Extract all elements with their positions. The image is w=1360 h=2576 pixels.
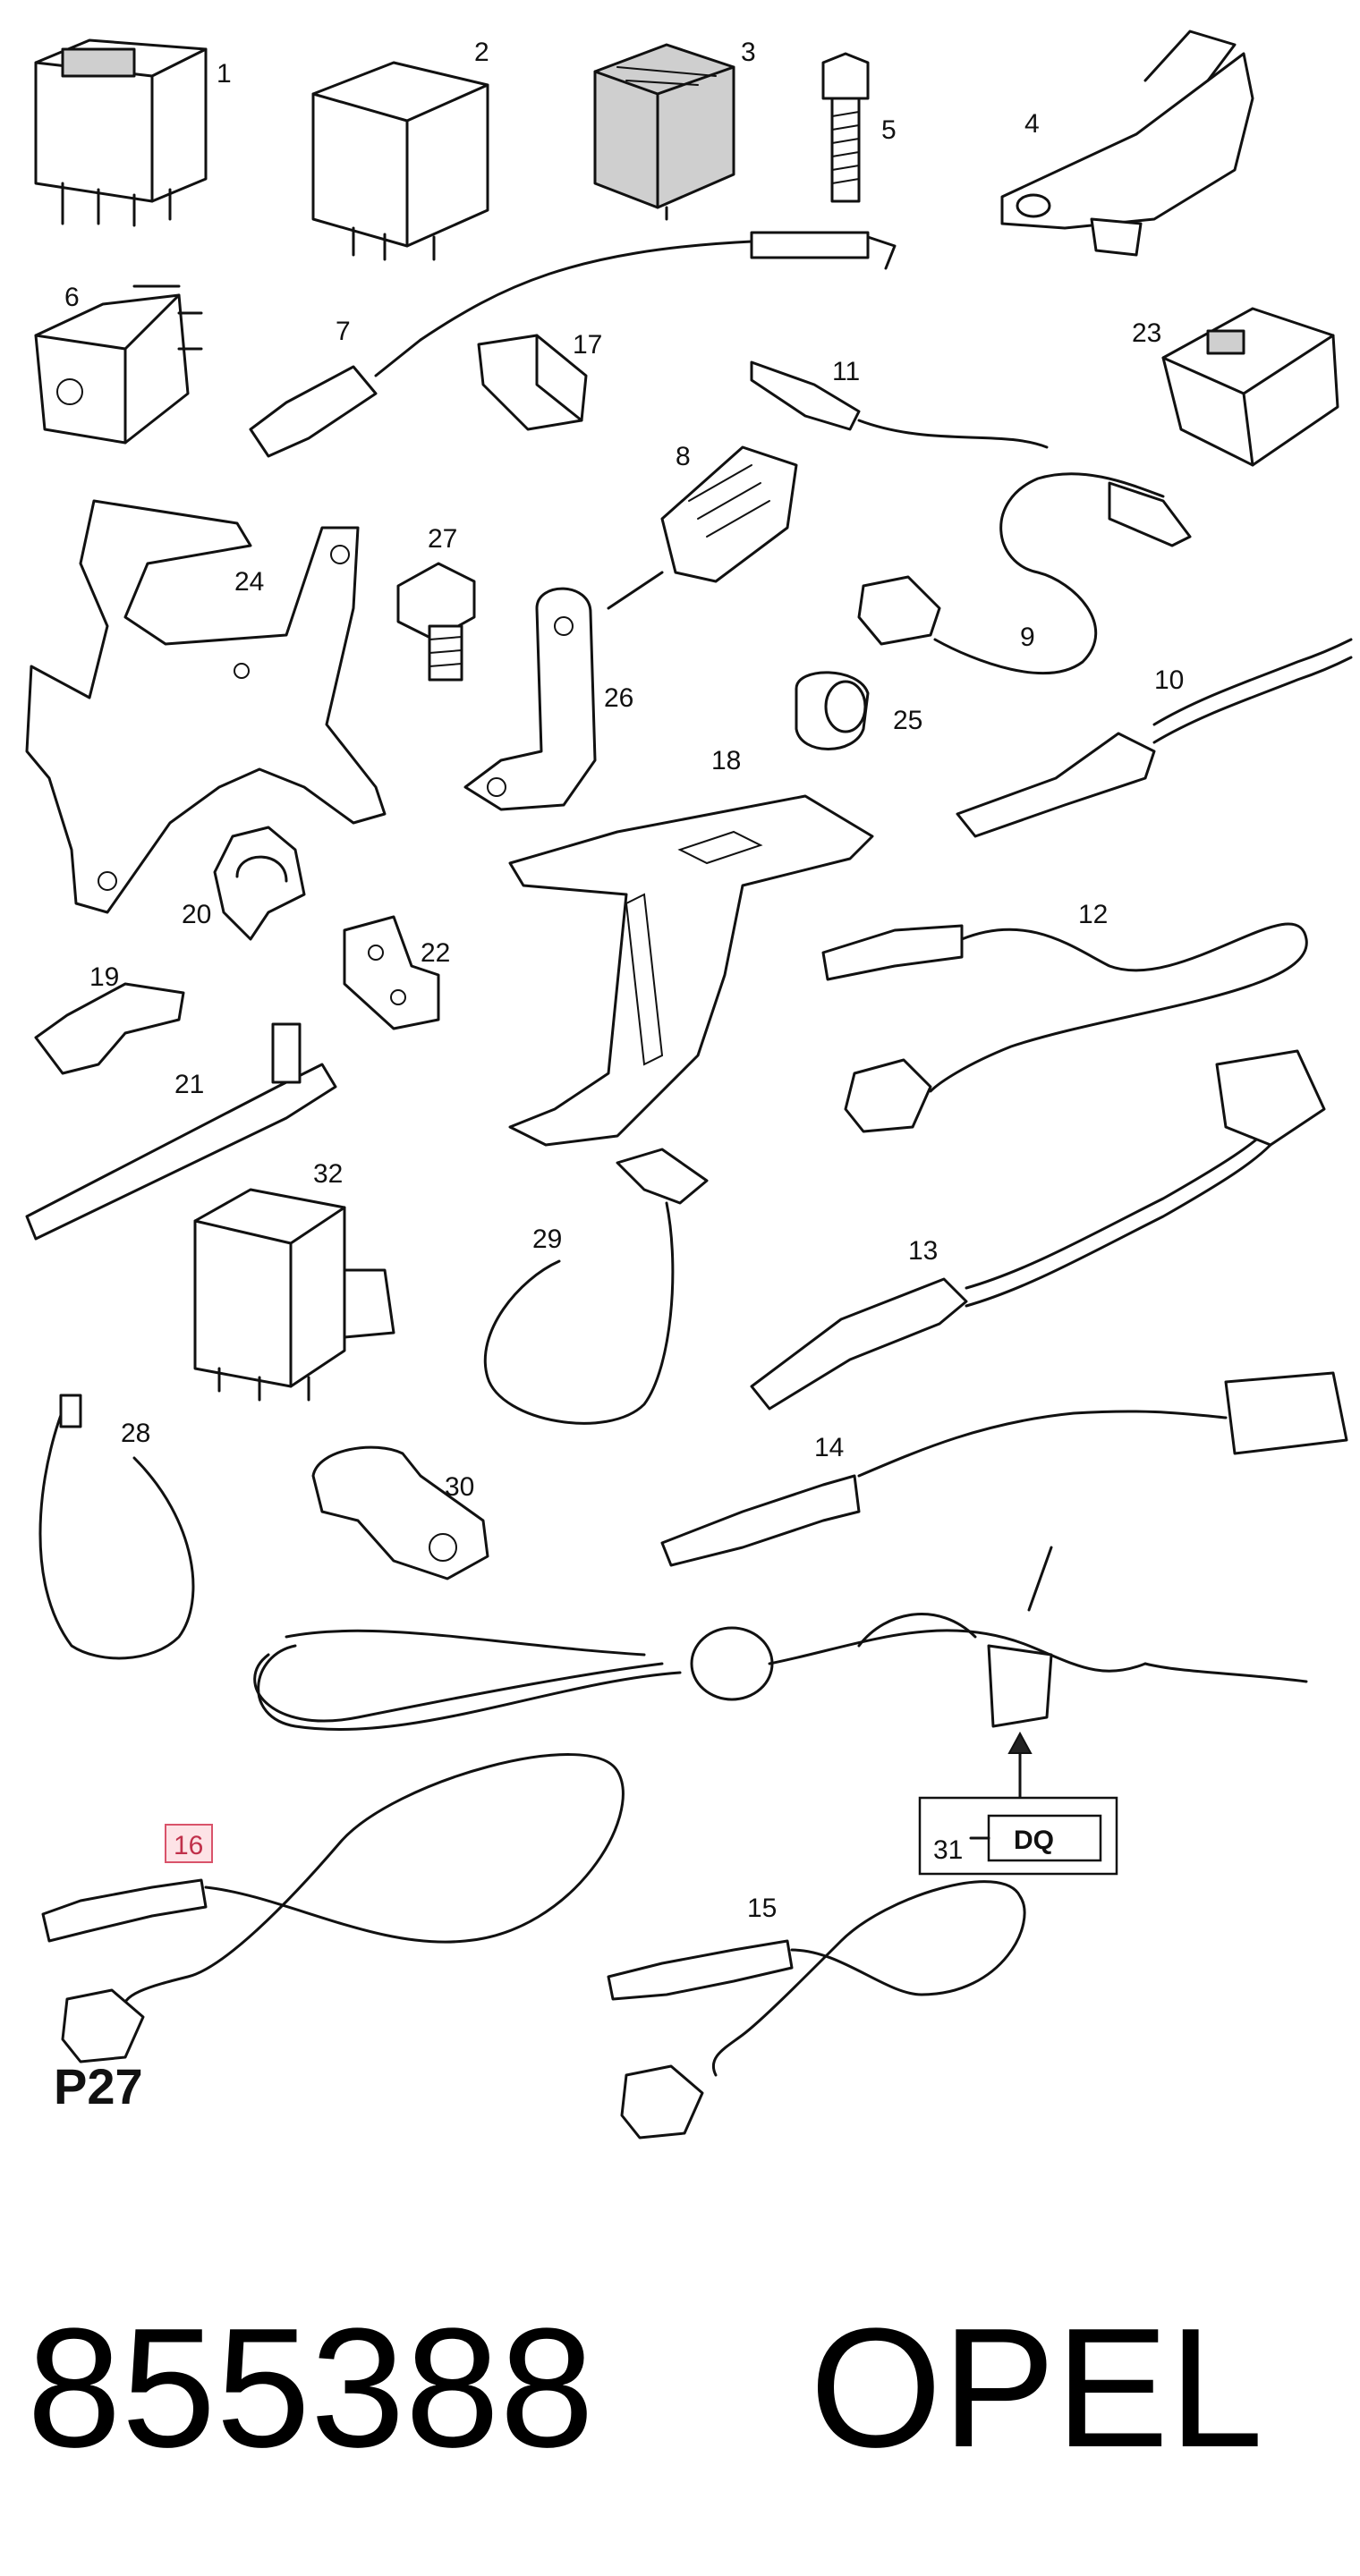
footer-brand: OPEL — [810, 2293, 1263, 2483]
callout-9: 9 — [1020, 623, 1035, 652]
group-label: P27 — [54, 2058, 143, 2114]
callout-7: 7 — [336, 317, 351, 346]
part-29-strap — [483, 1148, 709, 1425]
callout-23: 23 — [1132, 318, 1161, 348]
callout-24: 24 — [234, 567, 264, 597]
part-23-connector — [1161, 307, 1339, 467]
part-21-cable-tie — [25, 1022, 337, 1241]
part-13-lambda-sensor — [750, 1049, 1326, 1411]
part-1-relay — [34, 38, 208, 227]
callout-12: 12 — [1078, 900, 1108, 929]
dq-box-label: DQ — [1014, 1826, 1054, 1855]
callout-1: 1 — [217, 59, 232, 89]
callout-20: 20 — [182, 900, 211, 929]
part-12-lambda-sensor — [821, 922, 1308, 1133]
callout-32: 32 — [313, 1159, 343, 1189]
part-18-bracket — [508, 794, 874, 1147]
callout-18: 18 — [711, 746, 741, 775]
callout-16: 16 — [174, 1831, 203, 1860]
part-27-bolt — [396, 562, 476, 682]
part-4-sensor — [1000, 30, 1254, 257]
callout-30: 30 — [445, 1472, 474, 1502]
callout-17: 17 — [573, 330, 602, 360]
callout-14: 14 — [814, 1433, 844, 1462]
part-14-lambda-sensor — [660, 1371, 1348, 1567]
part-17-clip — [477, 334, 588, 431]
callout-2: 2 — [474, 38, 489, 67]
footer-part-number: 855388 — [27, 2293, 594, 2483]
part-10-lambda-sensor — [956, 638, 1353, 838]
callout-31: 31 — [933, 1835, 963, 1865]
callout-11: 11 — [832, 357, 860, 386]
part-9-sensor — [857, 472, 1192, 675]
callout-25: 25 — [893, 706, 922, 735]
callout-6: 6 — [64, 283, 80, 312]
part-31-harness — [253, 1546, 1308, 1732]
callout-3: 3 — [741, 38, 756, 67]
callout-28: 28 — [121, 1419, 150, 1448]
callout-19: 19 — [89, 962, 119, 992]
part-11-sensor — [750, 360, 1049, 449]
callout-21: 21 — [174, 1070, 204, 1099]
callout-4: 4 — [1024, 109, 1040, 139]
callout-8: 8 — [676, 442, 691, 471]
callout-16-highlight — [165, 1824, 213, 1863]
part-15-lambda-sensor — [607, 1880, 1026, 2140]
part-2-relay — [311, 61, 489, 261]
part-32-relay — [193, 1188, 395, 1402]
part-26-bracket — [463, 587, 597, 811]
callout-29: 29 — [532, 1224, 562, 1254]
part-22-bracket — [343, 915, 440, 1030]
part-7-lambda-sensor — [249, 231, 897, 458]
callout-27: 27 — [428, 524, 457, 554]
part-16-lambda-sensor — [41, 1753, 625, 2063]
dq-callout — [918, 1731, 1118, 1876]
callout-22: 22 — [421, 938, 450, 968]
part-3-relay — [593, 43, 735, 221]
part-30-clamp — [311, 1445, 489, 1580]
callout-13: 13 — [908, 1236, 938, 1266]
part-28-cable-tie — [38, 1394, 195, 1660]
part-6-switch — [34, 284, 203, 445]
part-8-connector — [607, 445, 798, 610]
part-25-grommet — [795, 671, 870, 750]
callout-26: 26 — [604, 683, 633, 713]
callout-10: 10 — [1154, 665, 1184, 695]
callout-5: 5 — [881, 115, 897, 145]
part-19-clamp — [34, 982, 185, 1075]
part-5-bolt — [821, 52, 870, 203]
callout-15: 15 — [747, 1894, 777, 1923]
part-24-bracket — [25, 499, 387, 914]
part-20-clamp — [213, 826, 306, 941]
